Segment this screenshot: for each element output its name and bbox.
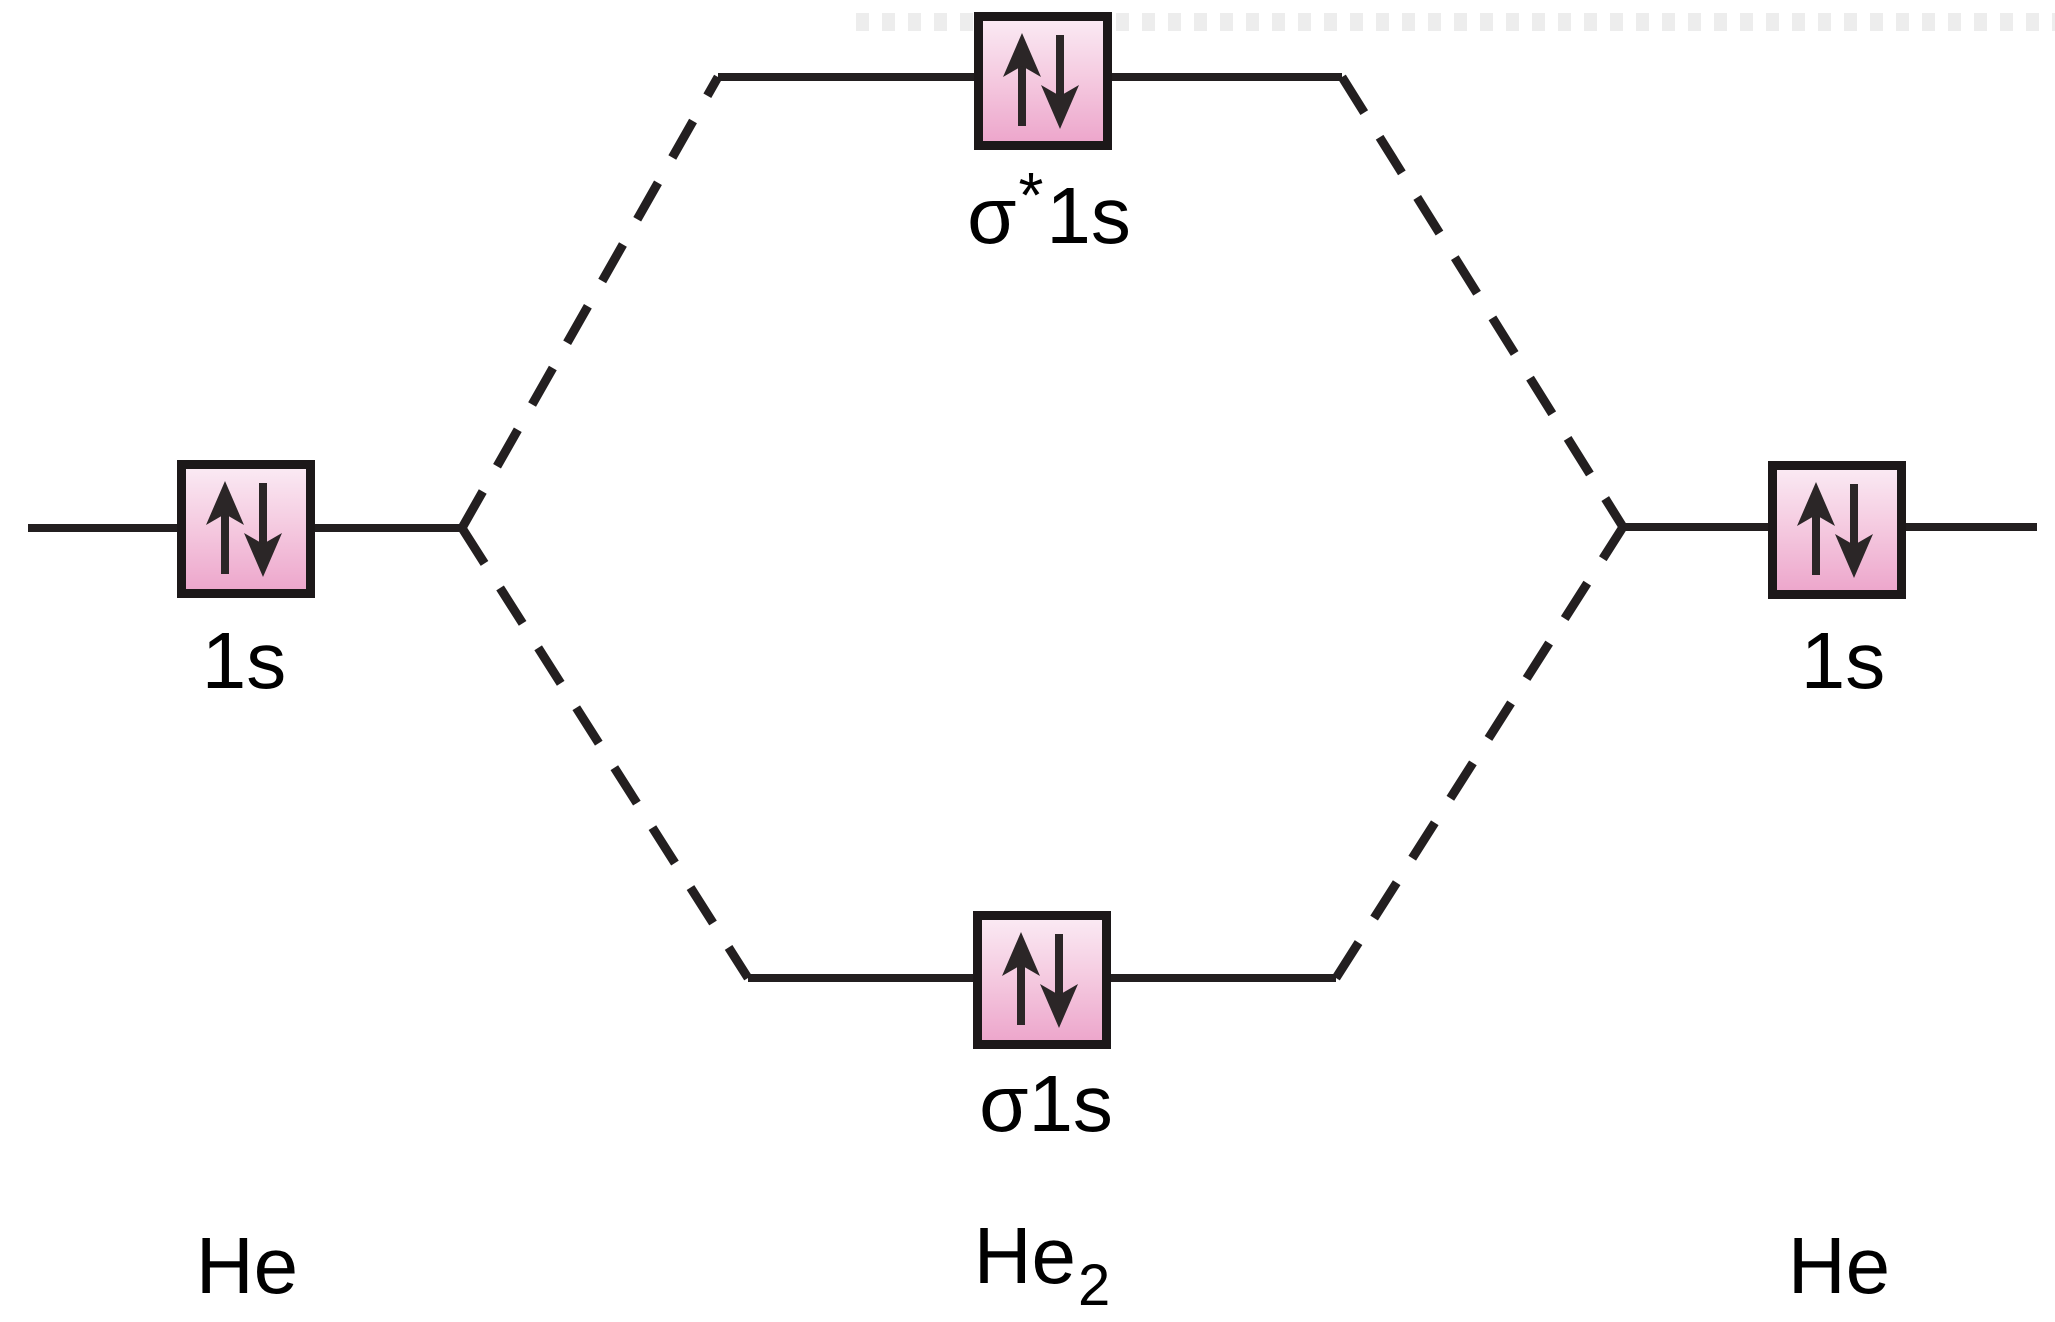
spin-down-arrow-icon <box>1835 484 1873 578</box>
orbital-suffix: 1s <box>1028 1059 1113 1148</box>
correlation-line-right-to-antibonding <box>1338 74 1627 530</box>
electron-pair <box>206 481 282 577</box>
spin-up-arrow-icon <box>1002 932 1040 1025</box>
molecule-subscript: 2 <box>1078 1253 1111 1318</box>
electron-pair <box>1002 932 1078 1028</box>
sigma-1s-label: σ1s <box>979 1064 1113 1144</box>
right-atom-label: He <box>1787 1221 1891 1310</box>
molecule-symbol: He <box>973 1211 1076 1300</box>
orbital-suffix: 1s <box>1046 171 1131 260</box>
sigma-glyph: σ <box>979 1059 1029 1148</box>
sigma-star-1s-label: σ*1s <box>967 163 1131 256</box>
right-1s-label: 1s <box>1800 616 1886 705</box>
left-atom-label: He <box>195 1221 299 1310</box>
right-1s-orbital-box <box>1768 461 1906 599</box>
spin-down-arrow-icon <box>1041 35 1079 129</box>
electron-pair <box>1797 482 1873 578</box>
spin-down-arrow-icon <box>244 483 282 577</box>
correlation-line-right-to-bonding <box>1332 524 1627 981</box>
electron-pair <box>1003 33 1079 129</box>
correlation-line-left-to-bonding <box>458 525 752 981</box>
spin-down-arrow-icon <box>1040 934 1078 1028</box>
sigma-1s-orbital-box <box>973 911 1111 1049</box>
spin-up-arrow-icon <box>1797 482 1835 575</box>
sigma-glyph: σ <box>967 171 1017 260</box>
spin-up-arrow-icon <box>1003 33 1041 126</box>
spin-up-arrow-icon <box>206 481 244 574</box>
sigma-star-1s-orbital-box <box>974 12 1112 150</box>
molecule-label: He2 <box>974 1216 1111 1315</box>
antibonding-star: * <box>1018 159 1044 231</box>
left-1s-label: 1s <box>201 616 287 705</box>
left-1s-orbital-box <box>177 460 315 598</box>
correlation-line-left-to-antibonding <box>458 74 722 531</box>
